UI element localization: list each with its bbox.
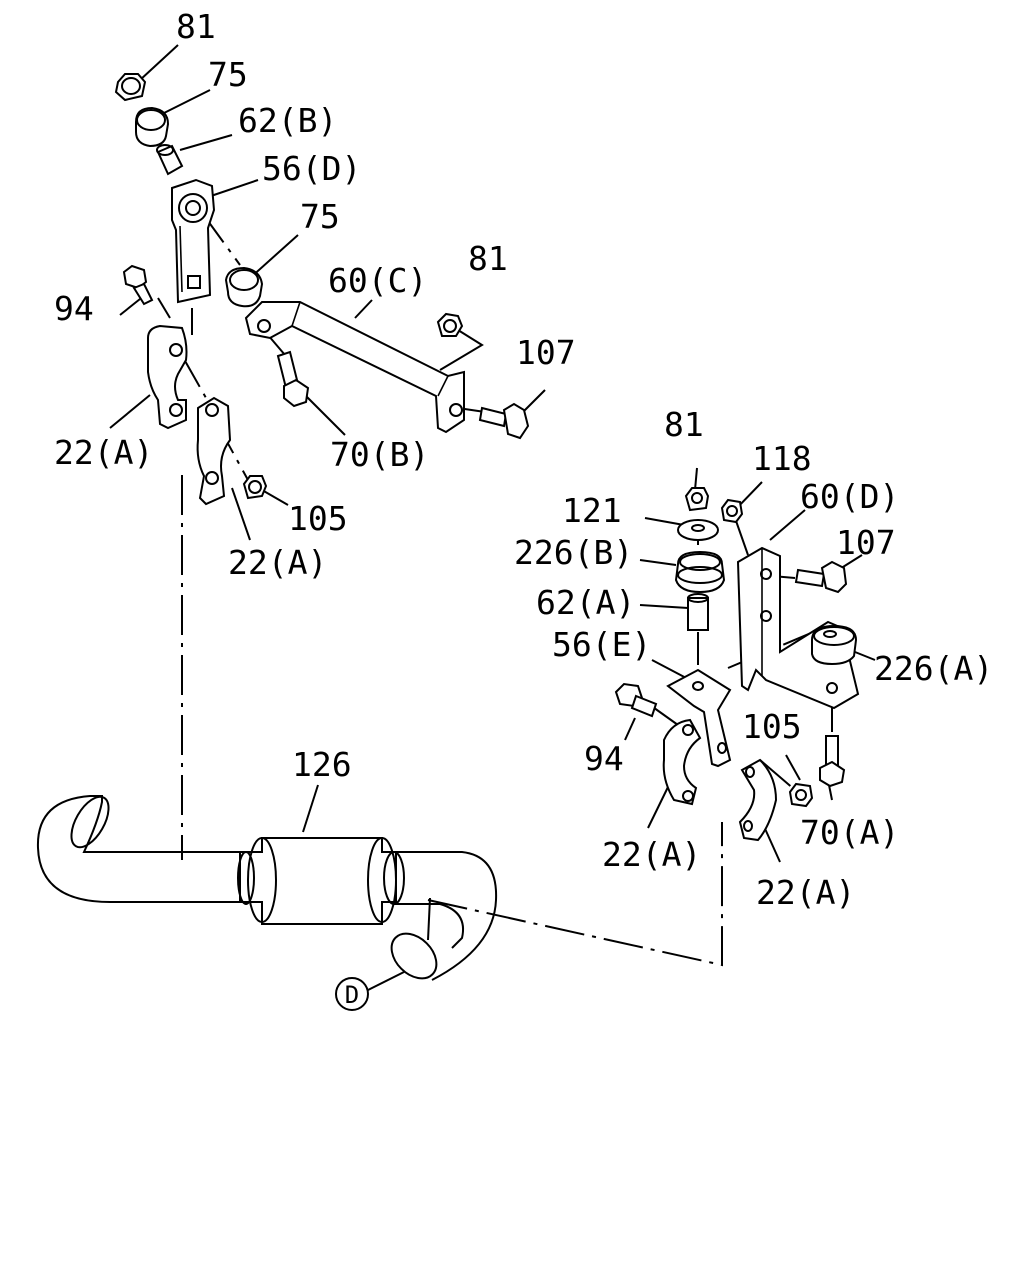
bolt-94-right	[614, 682, 658, 718]
label-81-right: 81	[664, 405, 704, 444]
hanger-plate-56e	[666, 668, 732, 768]
sleeve-62a	[687, 593, 709, 631]
bracket-60d	[736, 546, 860, 710]
label-81-top: 81	[176, 7, 216, 46]
bracket-60c	[244, 301, 465, 434]
right-hanger-assembly	[614, 487, 860, 842]
label-226a: 226(A)	[874, 649, 993, 688]
label-56d: 56(D)	[262, 149, 361, 188]
label-75-mid: 75	[300, 197, 340, 236]
nut-81-right	[684, 487, 710, 512]
label-22a-right2: 22(A)	[756, 873, 855, 912]
label-81-mid: 81	[468, 239, 508, 278]
clamp-22a-right1	[662, 718, 702, 806]
label-56e: 56(E)	[552, 625, 651, 664]
label-226b: 226(B)	[514, 533, 633, 572]
bolt-94-top	[122, 264, 154, 306]
label-70b: 70(B)	[330, 435, 429, 474]
rubber-mount-226a	[811, 624, 858, 666]
label-60d: 60(D)	[800, 477, 899, 516]
clamp-22a-left2	[196, 396, 232, 506]
clamp-22a-left1	[147, 324, 188, 430]
label-62a: 62(A)	[536, 583, 635, 622]
label-62b: 62(B)	[238, 101, 337, 140]
label-105-top: 105	[288, 499, 348, 538]
clamp-22a-right2	[738, 758, 778, 842]
label-105-right: 105	[742, 707, 802, 746]
bolt-107-right	[794, 560, 848, 594]
label-94-right: 94	[584, 739, 624, 778]
label-60c: 60(C)	[328, 261, 427, 300]
exhaust-pipe-126	[36, 795, 498, 981]
sleeve-62b	[156, 144, 184, 176]
label-22a-left1: 22(A)	[54, 433, 153, 472]
hanger-strap-56d	[171, 178, 216, 304]
bolt-107-top	[478, 402, 530, 440]
washer-121	[677, 519, 719, 541]
rubber-mount-226b	[674, 550, 726, 594]
nut-105-top	[242, 475, 268, 500]
leader-lines	[109, 44, 876, 863]
label-107-right: 107	[836, 523, 896, 562]
label-22a-left2: 22(A)	[228, 543, 327, 582]
label-121: 121	[562, 491, 622, 530]
bushing-75-top	[135, 106, 170, 148]
nut-118	[720, 498, 744, 524]
reference-marker-d: D	[335, 971, 405, 1011]
label-22a-right1: 22(A)	[602, 835, 701, 874]
bushing-75-mid	[224, 266, 264, 308]
label-126: 126	[292, 745, 352, 784]
marker-d-label: D	[345, 981, 359, 1009]
upper-hanger-assembly	[114, 73, 530, 506]
nut-81-top	[114, 73, 147, 102]
part-labels: 81 75 62(B) 56(D) 75 60(C) 81 107 94 22(…	[54, 7, 993, 912]
bolt-70a	[819, 735, 846, 788]
nut-105-right	[788, 782, 814, 808]
label-107-top: 107	[516, 333, 576, 372]
nut-81-mid	[436, 312, 464, 337]
label-118: 118	[752, 439, 812, 478]
label-94-top: 94	[54, 289, 94, 328]
bolt-70b	[276, 350, 310, 408]
label-70a: 70(A)	[800, 813, 899, 852]
label-75-top: 75	[208, 55, 248, 94]
